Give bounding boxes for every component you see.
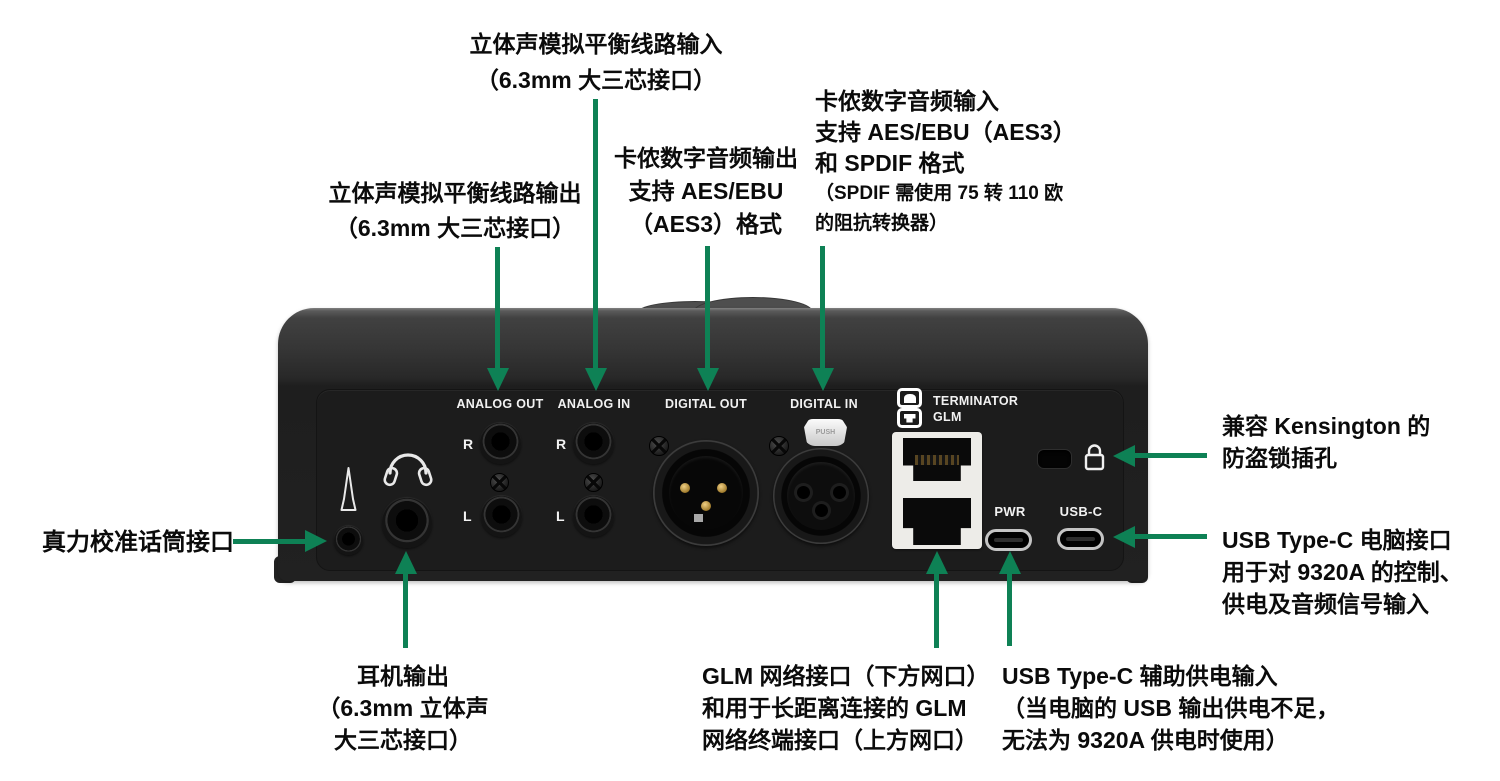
callout-line-usb-aux (1007, 573, 1012, 646)
analog-out-r-jack (480, 423, 521, 464)
callout-line-headphone (403, 573, 408, 648)
arrowhead (1113, 445, 1135, 467)
panel-screw (649, 436, 669, 456)
glm-label: GLM (933, 410, 962, 424)
callout-line-analog-out (495, 247, 500, 368)
arrowhead (395, 551, 417, 574)
headphone-icon (383, 453, 433, 487)
analog-in-r-jack (573, 423, 614, 464)
calibration-mic-jack (334, 526, 363, 555)
digital-in-label: DIGITAL IN (790, 397, 858, 411)
pwr-label: PWR (994, 504, 1026, 519)
arrowhead (585, 368, 607, 391)
xlr-latch (694, 514, 703, 522)
xlr-hole (797, 486, 810, 499)
digital-out-label: DIGITAL OUT (665, 397, 747, 411)
rj45-terminator-port (903, 438, 971, 481)
rj45-bezel (892, 432, 982, 549)
panel-screw (584, 473, 603, 492)
analog-in-l-jack (573, 496, 614, 537)
calibration-mic-icon (340, 467, 357, 511)
analog-out-l-label: L (463, 508, 472, 524)
glm-network-icon (897, 408, 922, 428)
annotation-kensington: 兼容 Kensington 的 防盗锁插孔 (1222, 413, 1431, 471)
lock-icon (1084, 444, 1105, 471)
arrowhead (1113, 526, 1135, 548)
headphone-jack (382, 498, 432, 548)
callout-line-digital-in (820, 246, 825, 368)
rj45-glm-port (903, 498, 971, 545)
panel-screw (769, 436, 789, 456)
callout-line-kensington (1133, 453, 1207, 458)
panel-screw (490, 473, 509, 492)
xlr-hole (815, 504, 828, 517)
xlr-hole (833, 486, 846, 499)
analog-in-label: ANALOG IN (557, 397, 631, 411)
terminator-icon (897, 388, 922, 408)
annotation-glm-net: GLM 网络接口（下方网口） 和用于长距离连接的 GLM 网络终端接口（上方网口… (702, 663, 990, 753)
usb-c-label: USB-C (1059, 504, 1103, 519)
annotation-usb-aux: USB Type-C 辅助供电输入 （当电脑的 USB 输出供电不足， 无法为 … (1002, 663, 1340, 753)
arrowhead (697, 368, 719, 391)
annotation-analog-in: 立体声模拟平衡线路输入 （6.3mm 大三芯接口） (469, 31, 723, 93)
arrowhead (999, 551, 1021, 574)
terminator-label: TERMINATOR (933, 394, 1019, 408)
callout-line-glm-net (934, 573, 939, 648)
analog-out-l-jack (481, 496, 522, 537)
arrowhead (305, 530, 327, 552)
callout-line-analog-in (593, 99, 598, 368)
xlr-female-digital-in (773, 448, 869, 544)
arrowhead (812, 368, 834, 391)
annotation-analog-out: 立体声模拟平衡线路输出 （6.3mm 大三芯接口） (328, 180, 582, 241)
arrowhead (926, 551, 948, 574)
usbc-computer-port (1057, 528, 1104, 550)
arrowhead (487, 368, 509, 391)
annotation-usb-pc: USB Type-C 电脑接口 用于对 9320A 的控制、 供电及音频信号输入 (1222, 527, 1463, 617)
xlr-pin (717, 483, 727, 493)
annotation-digital-out: 卡侬数字音频输出 支持 AES/EBU （AES3）格式 (614, 145, 798, 237)
xlr-push-tab: PUSH (804, 419, 847, 446)
annotation-digital-in: 卡侬数字音频输入 支持 AES/EBU（AES3） 和 SPDIF 格式 （SP… (815, 88, 1076, 234)
kensington-slot (1037, 449, 1072, 469)
analog-out-label: ANALOG OUT (456, 397, 544, 411)
xlr-pin (701, 501, 711, 511)
analog-in-r-label: R (556, 436, 567, 452)
callout-line-cal-mic (233, 539, 307, 544)
callout-line-usb-pc (1133, 534, 1207, 539)
annotation-cal-mic: 真力校准话筒接口 (42, 529, 234, 556)
callout-line-digital-out (705, 246, 710, 368)
analog-in-l-label: L (556, 508, 565, 524)
xlr-pin (680, 483, 690, 493)
xlr-male-digital-out (653, 440, 759, 546)
pwr-usbc-port (985, 529, 1032, 551)
annotation-headphone: 耳机输出 （6.3mm 立体声 大三芯接口） (317, 663, 489, 753)
analog-out-r-label: R (463, 436, 474, 452)
